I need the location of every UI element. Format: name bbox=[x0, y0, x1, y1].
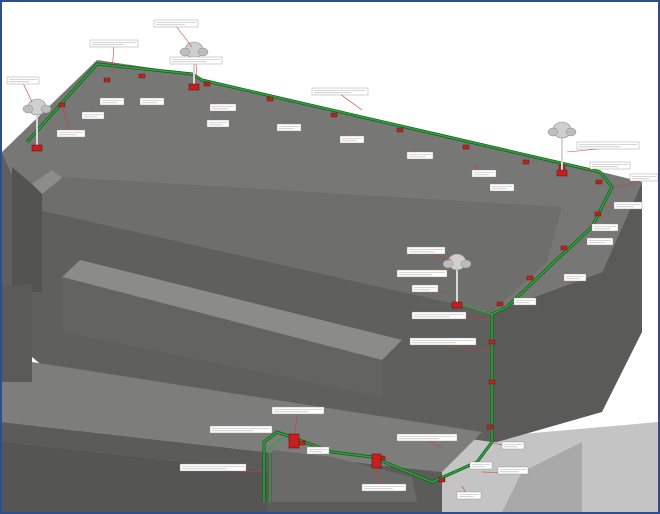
callout-tag bbox=[601, 201, 643, 210]
callout-tag bbox=[581, 237, 614, 246]
conductor-support-icon bbox=[496, 301, 504, 307]
callout-tag bbox=[586, 223, 619, 232]
callout-tag bbox=[489, 179, 515, 192]
conductor-support-icon bbox=[488, 379, 496, 385]
conductor-support-icon bbox=[594, 211, 602, 217]
callout-tag bbox=[586, 161, 631, 171]
callout-tag bbox=[209, 101, 237, 112]
callout-tag bbox=[169, 56, 223, 83]
conductor-support-icon bbox=[266, 96, 274, 102]
callout-tag bbox=[6, 76, 40, 103]
esd-air-terminal-icon bbox=[442, 253, 472, 309]
callout-tag bbox=[81, 106, 105, 120]
callout-tag bbox=[99, 97, 125, 106]
conductor-support-icon bbox=[138, 73, 146, 79]
conductor-support-icon bbox=[103, 77, 111, 83]
callout-tag bbox=[469, 461, 493, 470]
conductor-supports bbox=[58, 73, 603, 483]
conductor-support-icon bbox=[560, 245, 568, 251]
callout-tag bbox=[306, 443, 330, 455]
conductor-support-icon bbox=[203, 81, 211, 87]
callout-tag bbox=[563, 271, 587, 282]
bonding-box bbox=[371, 453, 382, 469]
lower-step bbox=[2, 442, 267, 512]
callout-tag bbox=[411, 311, 493, 321]
bonding-box bbox=[288, 433, 300, 449]
callout-tag bbox=[471, 163, 497, 178]
callout-tag bbox=[206, 116, 230, 128]
callout-tag bbox=[361, 469, 407, 492]
callout-tag bbox=[271, 406, 325, 435]
conductor-support-icon bbox=[526, 275, 534, 281]
callout-tag bbox=[311, 87, 369, 111]
air-terminals bbox=[22, 41, 577, 309]
conductor-support-icon bbox=[298, 440, 306, 446]
esd-air-terminal-icon bbox=[179, 41, 209, 91]
annotation-tags bbox=[6, 19, 658, 500]
conductor-support-icon bbox=[486, 424, 494, 430]
callout-tag bbox=[339, 129, 365, 144]
callout-tag bbox=[406, 246, 453, 261]
conductor-support-icon bbox=[488, 339, 496, 345]
roof-inner-area bbox=[27, 177, 562, 312]
callout-tag bbox=[89, 39, 139, 73]
esd-air-terminal-icon bbox=[22, 98, 52, 152]
middle-ledge-top bbox=[62, 260, 402, 360]
callout-tag bbox=[396, 433, 458, 449]
conductor-support-icon bbox=[330, 112, 338, 118]
conductor-support-icon bbox=[396, 127, 404, 133]
callout-tag bbox=[513, 297, 537, 306]
esd-air-terminal-icon bbox=[547, 121, 577, 177]
callout-tag bbox=[481, 466, 529, 475]
callout-tag bbox=[613, 173, 658, 189]
callout-tag bbox=[411, 284, 448, 293]
conductor-branch bbox=[269, 437, 283, 502]
callout-tag bbox=[406, 147, 434, 160]
callout-tag bbox=[566, 141, 640, 153]
callout-tag bbox=[489, 441, 525, 450]
conductor-support-icon bbox=[438, 477, 446, 483]
callout-tag bbox=[153, 19, 199, 48]
lower-platform-top bbox=[2, 362, 482, 472]
callout-tag bbox=[276, 119, 302, 132]
callout-tag bbox=[179, 463, 265, 473]
conductor-support-icon bbox=[595, 179, 603, 185]
conductor-support-icon bbox=[462, 144, 470, 150]
middle-ledge-face bbox=[62, 277, 382, 397]
parapet-right-face bbox=[492, 182, 642, 442]
callout-tag bbox=[139, 96, 165, 106]
left-wall-lower bbox=[2, 284, 32, 382]
callout-tag bbox=[56, 105, 86, 138]
callout-tag bbox=[396, 269, 448, 278]
callout-tag bbox=[209, 425, 273, 434]
callout-tag bbox=[409, 337, 493, 353]
conductor-support-icon bbox=[522, 159, 530, 165]
recess-wall bbox=[12, 167, 42, 292]
callout-tag bbox=[456, 485, 482, 500]
recess-top-ledge bbox=[32, 170, 62, 194]
ground-shadow bbox=[502, 442, 582, 512]
